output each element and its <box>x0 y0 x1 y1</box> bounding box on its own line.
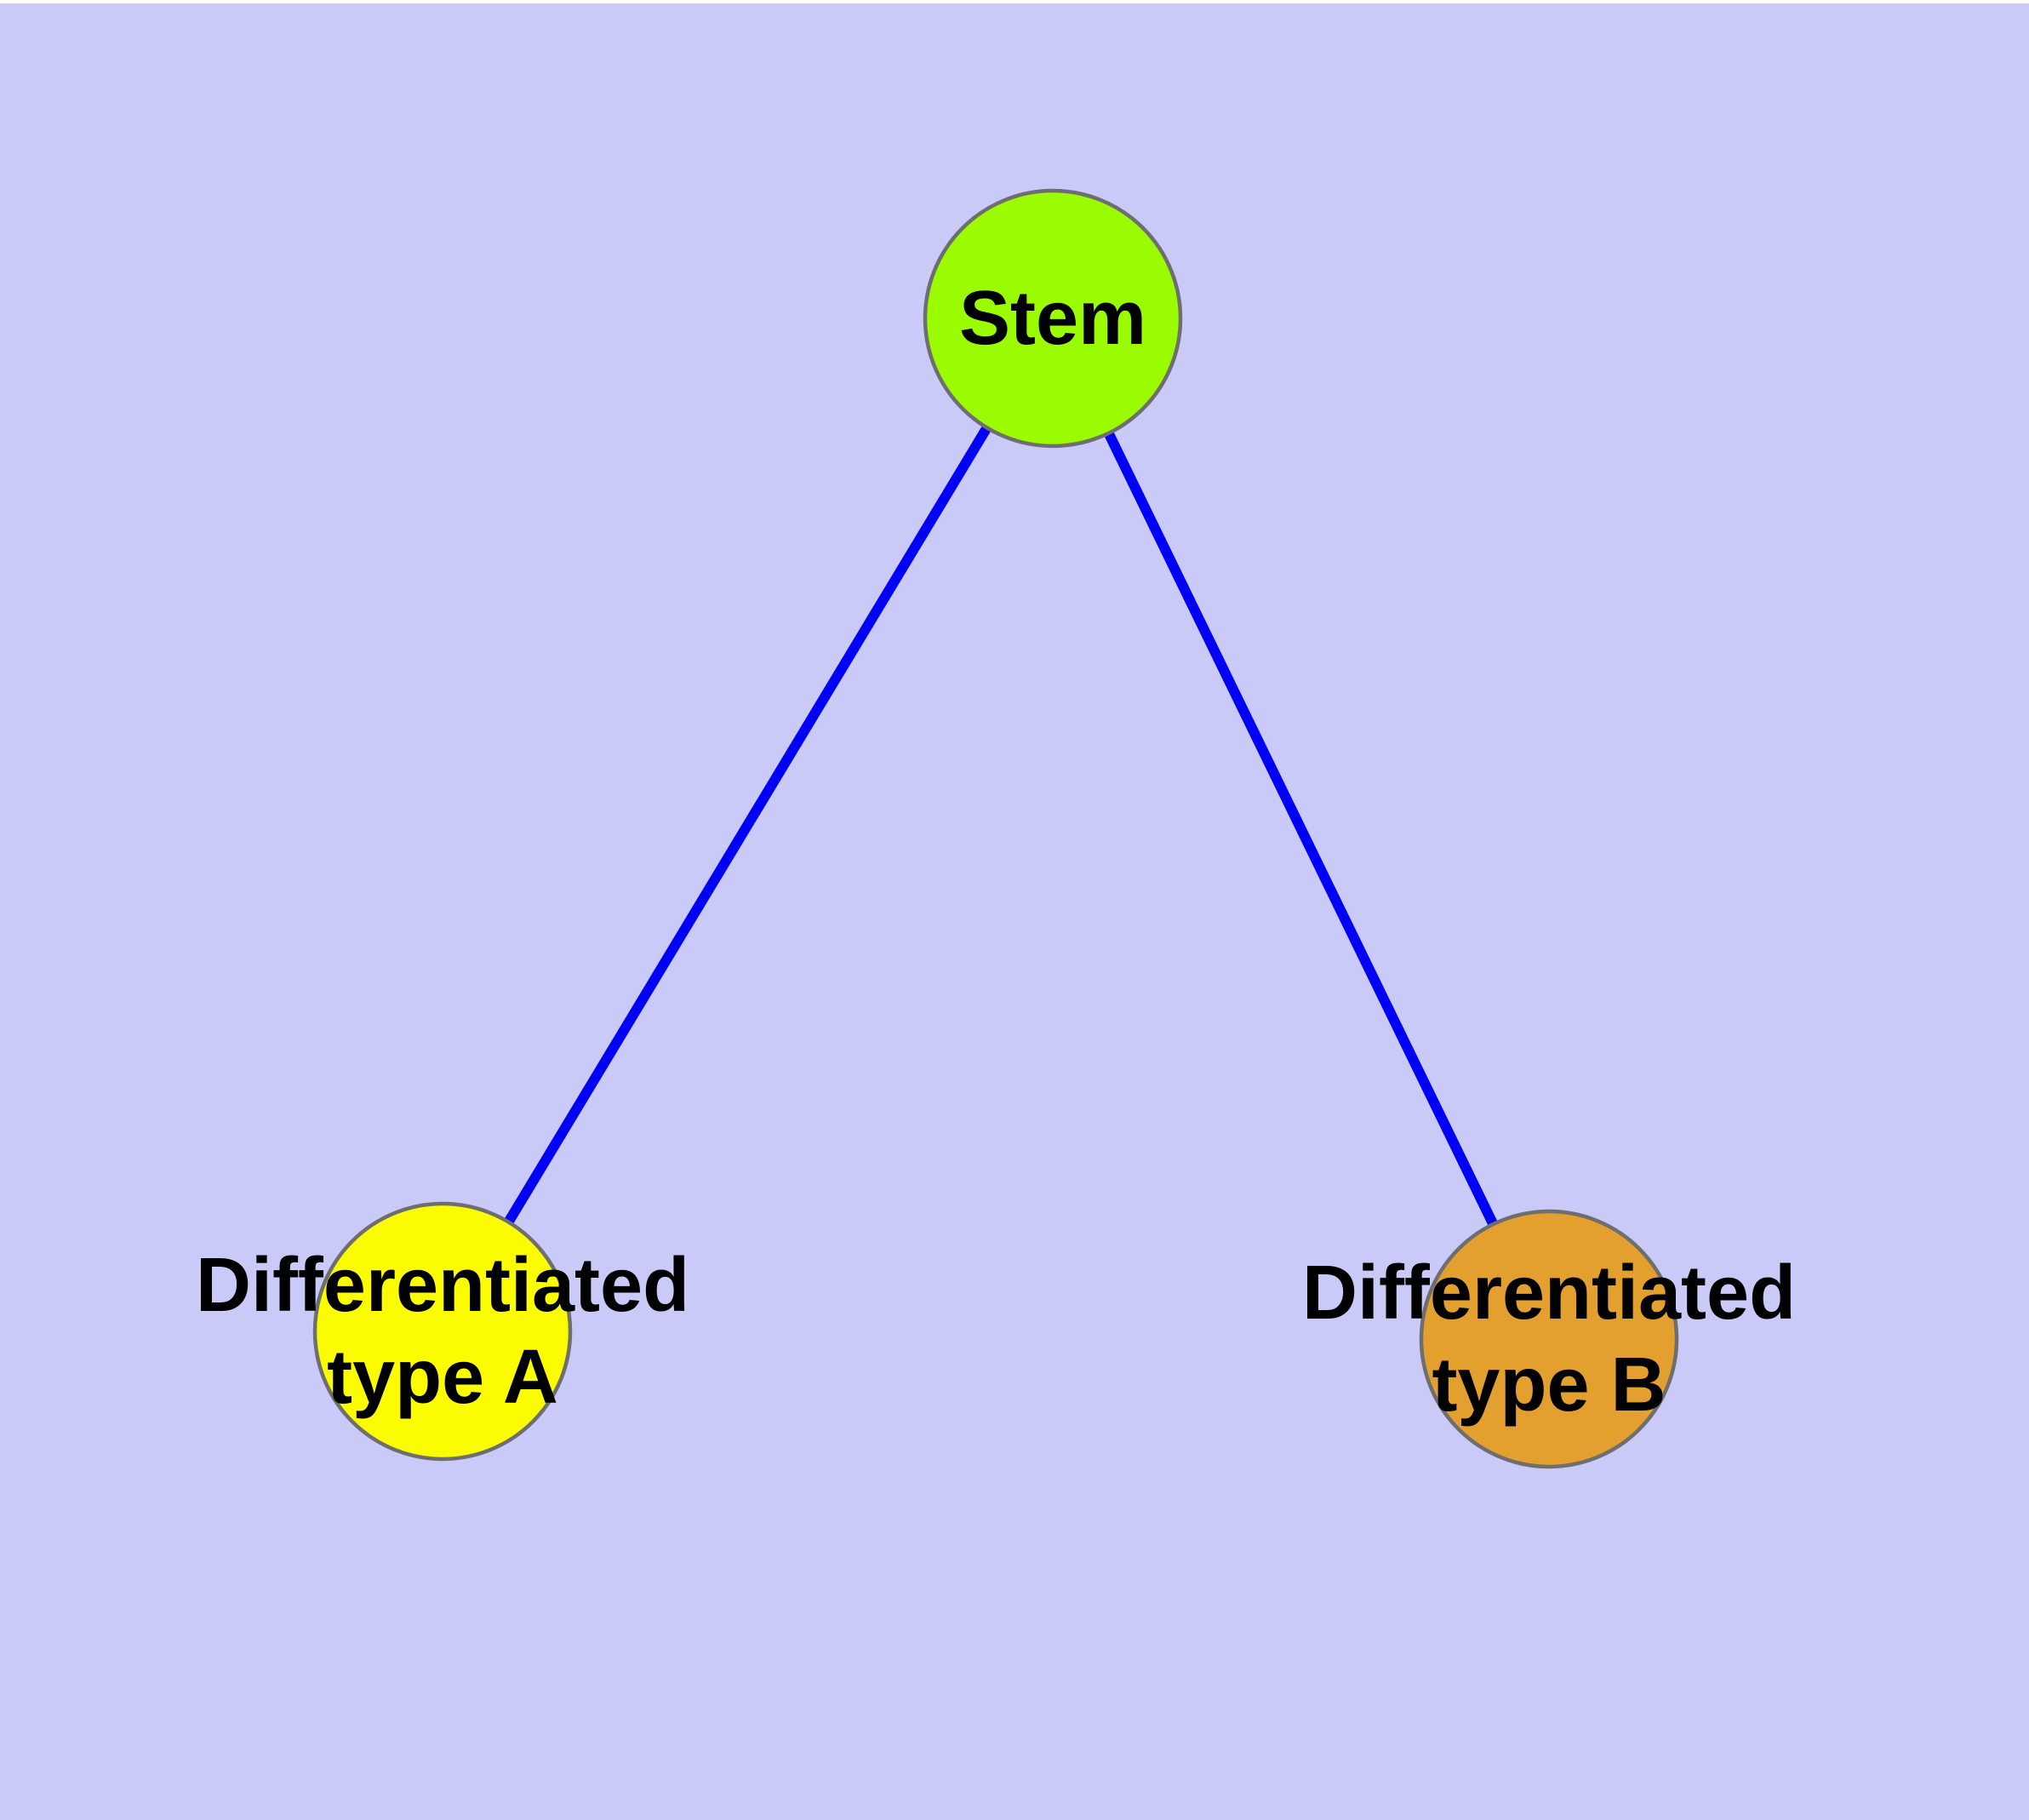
edges-layer <box>437 315 1554 1342</box>
node-stem <box>923 188 1183 449</box>
edge-stem-to-diff-a <box>437 315 1058 1335</box>
node-diff-a <box>312 1201 573 1462</box>
top-margin-strip <box>0 0 2029 3</box>
nodes-layer <box>312 188 1679 1469</box>
node-diff-b <box>1419 1209 1679 1469</box>
edge-stem-to-diff-b <box>1048 316 1554 1342</box>
